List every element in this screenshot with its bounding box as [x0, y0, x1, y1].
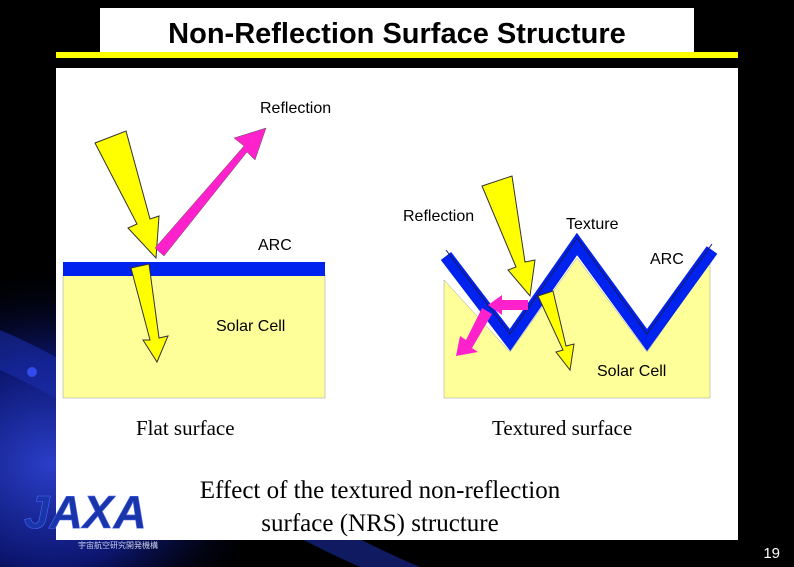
left-reflection-arrow [154, 127, 267, 257]
page-number: 19 [763, 545, 780, 562]
svg-text:JAXA: JAXA [24, 486, 147, 538]
title-underline [56, 52, 738, 58]
textured-surface-label: Textured surface [492, 416, 633, 440]
right-refracted-arrow [537, 290, 575, 372]
left-arc-label: ARC [258, 237, 292, 254]
left-solar-cell [62, 274, 326, 399]
page-title: Non-Reflection Surface Structure [168, 18, 626, 50]
jaxa-logo: JAXA 宇宙航空研究開発機構 [24, 486, 158, 550]
background-dot [27, 367, 37, 377]
title-box: Non-Reflection Surface Structure [100, 8, 694, 58]
right-reflection-label: Reflection [403, 208, 475, 225]
caption-line-1: Effect of the textured non-reflection [199, 477, 561, 504]
left-incident-arrow [94, 130, 160, 260]
right-arc-label: ARC [650, 251, 684, 268]
left-arc-layer [63, 262, 325, 276]
caption: Effect of the textured non-reflection su… [160, 474, 600, 540]
right-incident-arrow [481, 175, 536, 298]
right-solar-cell-label: Solar Cell [597, 363, 667, 380]
left-refracted-arrow [130, 263, 169, 364]
left-solar-cell-label: Solar Cell [216, 318, 286, 335]
right-reflection-arrow-horizontal [488, 295, 528, 315]
right-arc-outline [445, 237, 713, 335]
caption-line-2: surface (NRS) structure [261, 510, 499, 537]
texture-label: Texture [566, 216, 619, 233]
left-reflection-label: Reflection [260, 100, 332, 117]
right-reflection-arrow-down [456, 308, 492, 356]
svg-text:宇宙航空研究開発機構: 宇宙航空研究開発機構 [78, 540, 158, 550]
flat-surface-label: Flat surface [136, 416, 235, 440]
